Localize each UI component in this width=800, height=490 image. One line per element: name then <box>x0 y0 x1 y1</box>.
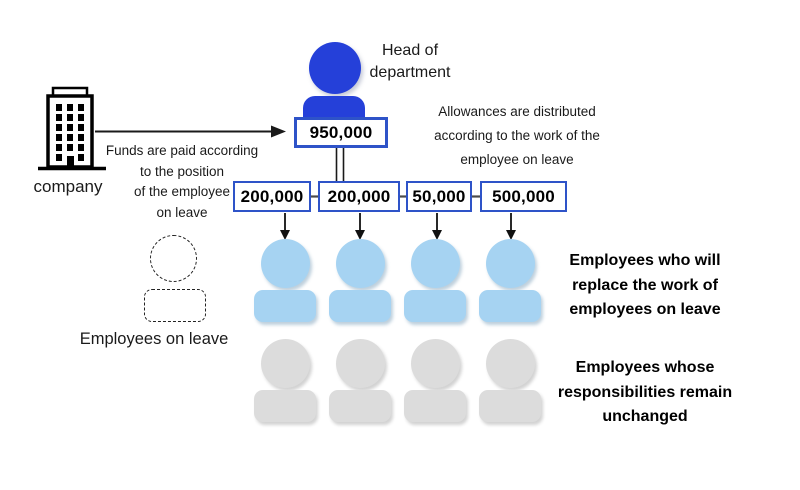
replacement-employee-icon <box>254 239 316 322</box>
unchanged-employee-icon <box>254 339 316 422</box>
person-body <box>404 290 466 322</box>
employee-on-leave-body <box>144 289 206 322</box>
person-body <box>254 290 316 322</box>
company-label: company <box>33 177 103 196</box>
allowance-box-1: 200,000 <box>233 181 311 212</box>
unchanged-employee-icon <box>329 339 391 422</box>
person-head <box>485 339 535 388</box>
person-head <box>260 239 310 288</box>
head-of-department-label: Head of department <box>369 42 451 81</box>
person-body <box>329 290 391 322</box>
unchanged-employees-label: Employees whose responsibilities remain … <box>557 359 733 425</box>
funds-note: Funds are paid according to the position… <box>105 143 259 220</box>
person-head <box>410 239 460 288</box>
person-head <box>485 239 535 288</box>
person-head <box>335 239 385 288</box>
replacement-employees-label: Employees who will replace the work of e… <box>569 252 721 318</box>
person-body <box>479 290 541 322</box>
person-body <box>404 390 466 422</box>
double-line-connector <box>335 148 345 182</box>
employees-on-leave-label: Employees on leave <box>79 330 229 348</box>
person-body <box>254 390 316 422</box>
person-body <box>479 390 541 422</box>
replacement-employee-icon <box>479 239 541 322</box>
head-allowance-box: 950,000 <box>294 117 388 148</box>
company-building-icon <box>38 86 106 171</box>
funds-arrow <box>95 125 286 138</box>
allowance-box-3: 50,000 <box>406 181 472 212</box>
allowance-note: Allowances are distributed according to … <box>434 104 600 167</box>
replacement-employee-icon <box>329 239 391 322</box>
person-head <box>410 339 460 388</box>
allowance-box-4: 500,000 <box>480 181 567 212</box>
person-head <box>335 339 385 388</box>
unchanged-employee-icon <box>479 339 541 422</box>
person-body <box>329 390 391 422</box>
employee-on-leave-icon <box>150 235 197 282</box>
unchanged-employee-icon <box>404 339 466 422</box>
person-head <box>260 339 310 388</box>
allowance-down-arrows <box>280 213 516 240</box>
replacement-employee-icon <box>404 239 466 322</box>
head-of-department-icon <box>309 42 361 94</box>
allowance-box-2: 200,000 <box>318 181 400 212</box>
